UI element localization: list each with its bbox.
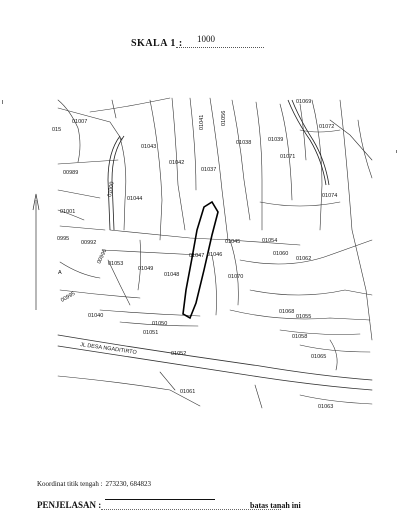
parcel-label: A [58, 270, 62, 276]
coord-label: Koordinat titik tengah : [37, 480, 103, 488]
rotated-parcel-label: 01041 [199, 115, 205, 130]
parcel-label: 01060 [273, 251, 288, 257]
legend-label: PENJELASAN : [37, 500, 102, 510]
track-lines [107, 99, 330, 231]
legend-text: batas tanah ini [250, 501, 301, 510]
rotated-labels: 01041 01056 01000 00996 [96, 111, 227, 265]
parcel-label: 01049 [138, 266, 153, 272]
parcel-label: 01047 [189, 253, 204, 259]
parcel-label: 01007 [72, 119, 87, 125]
parcel-label: 015 [52, 127, 61, 133]
parcel-label: 01074 [322, 193, 337, 199]
rotated-parcel-label: 00996 [96, 248, 108, 264]
parcel-label: 01062 [296, 256, 311, 262]
parcel-label: 0995 [57, 236, 69, 242]
parcel-label: 01068 [279, 309, 294, 315]
parcel-label: 01043 [141, 144, 156, 150]
center-coordinate: Koordinat titik tengah :273230, 684823 [37, 480, 151, 488]
parcel-label: 01070 [228, 274, 243, 280]
parcel-label: 01055 [296, 314, 311, 320]
scan-mark-right [396, 150, 397, 153]
scale-label: SKALA 1 : [131, 38, 183, 49]
parcel-label: 00992 [81, 240, 96, 246]
parcel-label: 01042 [169, 160, 184, 166]
parcel-label: 01058 [292, 334, 307, 340]
parcel-label: 01063 [318, 404, 333, 410]
map-svg: 01007 015 01043 01042 01037 01038 01039 … [32, 97, 373, 410]
north-arrow [32, 193, 40, 310]
scale-header: SKALA 1 : 1000 [0, 34, 400, 52]
parcel-label: 01069 [296, 99, 311, 105]
parcel-label: 01001 [60, 209, 75, 215]
parcel-boundaries [57, 97, 373, 409]
parcel-label: 01053 [108, 261, 123, 267]
parcel-label: 01071 [280, 154, 295, 160]
parcel-label: 01045 [225, 239, 240, 245]
parcel-label: 00995 [60, 291, 76, 304]
scale-underline [176, 47, 264, 48]
parcel-label: 01065 [311, 354, 326, 360]
coord-value: 273230, 684823 [105, 480, 152, 488]
parcel-label: 01050 [152, 321, 167, 327]
parcel-label: 00989 [63, 170, 78, 176]
parcel-label: 01037 [201, 167, 216, 173]
parcel-label: 01038 [236, 140, 251, 146]
parcel-label: 01046 [207, 252, 222, 258]
parcel-label: 01040 [88, 313, 103, 319]
parcel-labels: 01007 015 01043 01042 01037 01038 01039 … [52, 99, 337, 410]
parcel-label: 01052 [171, 351, 186, 357]
parcel-label: 01054 [262, 238, 277, 244]
highlighted-parcel-boundary [182, 200, 219, 320]
rotated-parcel-label: 01000 [107, 181, 116, 197]
legend-dotted-line [101, 509, 281, 510]
parcel-label: 01044 [127, 196, 142, 202]
parcel-label: 01048 [164, 272, 179, 278]
parcel-label: 01061 [180, 389, 195, 395]
scan-mark-left [2, 100, 3, 104]
cadastral-map: 01007 015 01043 01042 01037 01038 01039 … [0, 90, 400, 420]
scale-value: 1000 [197, 34, 215, 44]
parcel-label: 01072 [319, 124, 334, 130]
legend: PENJELASAN : batas tanah ini [37, 499, 377, 514]
parcel-label: 01051 [143, 330, 158, 336]
rotated-parcel-label: 01056 [221, 111, 227, 126]
boundary-line-sample [105, 499, 215, 500]
parcel-label: 01039 [268, 137, 283, 143]
